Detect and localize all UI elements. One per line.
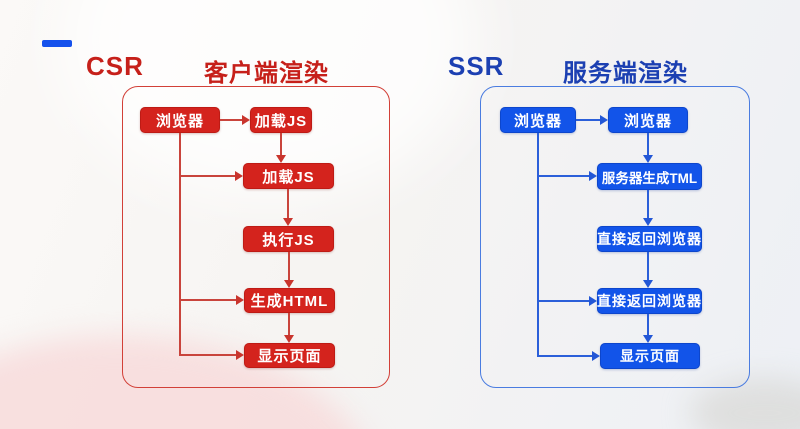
ssr-arrow-down-icon <box>643 155 653 163</box>
ssr-abbr-heading: SSR <box>448 51 505 81</box>
csr-arrow-down-icon <box>276 155 286 163</box>
ssr-arrow-down-icon <box>643 335 653 343</box>
ssr-arrow-down-icon <box>643 280 653 288</box>
ssr-branch-row5 <box>537 355 593 357</box>
ssr-trunk-line <box>537 133 539 357</box>
csr-chain-seg3 <box>288 252 290 281</box>
csr-chain-seg2 <box>287 189 289 219</box>
ssr-panel <box>480 86 750 388</box>
csr-node-browser: 浏览器 <box>140 107 220 133</box>
csr-abbr-heading: CSR <box>86 51 144 81</box>
ssr-chain-seg1 <box>647 133 649 155</box>
csr-node-exec-js: 执行JS <box>243 226 334 252</box>
ssr-chain-seg4 <box>647 314 649 335</box>
ssr-arrow-right-icon <box>589 296 597 306</box>
ssr-chain-seg3 <box>647 252 649 280</box>
ssr-arrow-right-icon <box>589 171 597 181</box>
csr-branch-row4 <box>179 299 237 301</box>
csr-branch-row2 <box>179 175 236 177</box>
ssr-node-server-gen: 服务器生成TML <box>597 163 702 190</box>
csr-arrow-right-icon <box>236 350 244 360</box>
csr-node-load-js-2: 加载JS <box>243 163 334 189</box>
csr-title-heading: 客户端渲染 <box>204 60 329 87</box>
csr-trunk-line <box>179 133 181 356</box>
ssr-node-show-page: 显示页面 <box>600 343 700 369</box>
csr-arrow-right-icon <box>242 115 250 125</box>
csr-connector-row1 <box>220 119 243 121</box>
csr-node-load-js-1: 加载JS <box>250 107 312 133</box>
csr-chain-seg4 <box>288 313 290 336</box>
csr-node-show-page: 显示页面 <box>244 343 335 368</box>
ssr-connector-row1 <box>576 119 601 121</box>
ssr-branch-row2 <box>537 175 590 177</box>
ssr-node-return-2: 直接返回浏览器 <box>597 288 702 314</box>
csr-branch-row5 <box>179 354 237 356</box>
csr-arrow-down-icon <box>284 335 294 343</box>
ssr-chain-seg2 <box>647 190 649 218</box>
ssr-title-heading: 服务端渲染 <box>563 60 688 87</box>
ssr-node-browser-2: 浏览器 <box>608 107 688 133</box>
ssr-node-browser-1: 浏览器 <box>500 107 576 133</box>
csr-panel <box>122 86 390 388</box>
ssr-arrow-right-icon <box>600 115 608 125</box>
csr-node-gen-html: 生成HTML <box>244 288 335 313</box>
csr-arrow-down-icon <box>284 280 294 288</box>
dash-bullet-icon <box>42 40 72 47</box>
ssr-arrow-down-icon <box>643 218 653 226</box>
csr-arrow-right-icon <box>235 171 243 181</box>
ssr-branch-row4 <box>537 300 590 302</box>
ssr-node-return-1: 直接返回浏览器 <box>597 226 702 252</box>
ssr-arrow-right-icon <box>592 351 600 361</box>
csr-arrow-right-icon <box>236 295 244 305</box>
csr-chain-seg1 <box>280 133 282 156</box>
csr-arrow-down-icon <box>283 218 293 226</box>
